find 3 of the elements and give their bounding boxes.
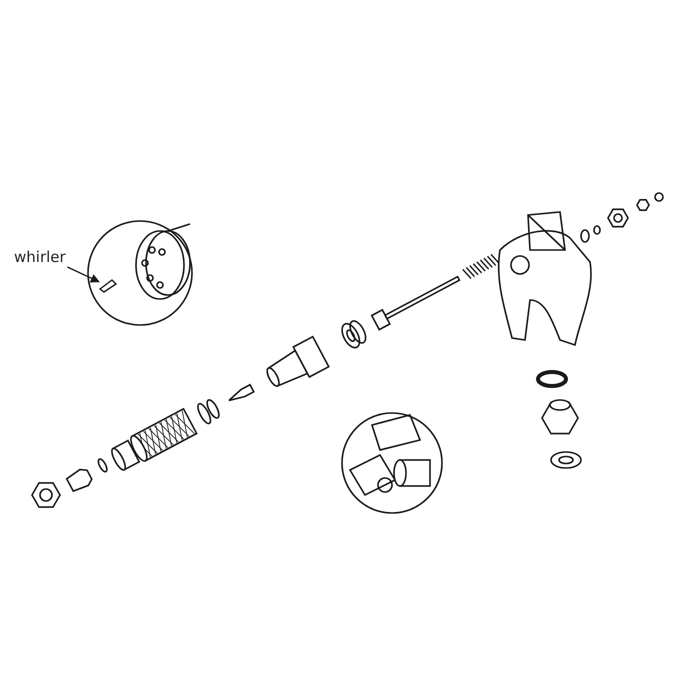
part-label: whirler xyxy=(14,247,66,267)
leader-line xyxy=(67,266,100,282)
whirler-part-drawing xyxy=(99,279,117,293)
